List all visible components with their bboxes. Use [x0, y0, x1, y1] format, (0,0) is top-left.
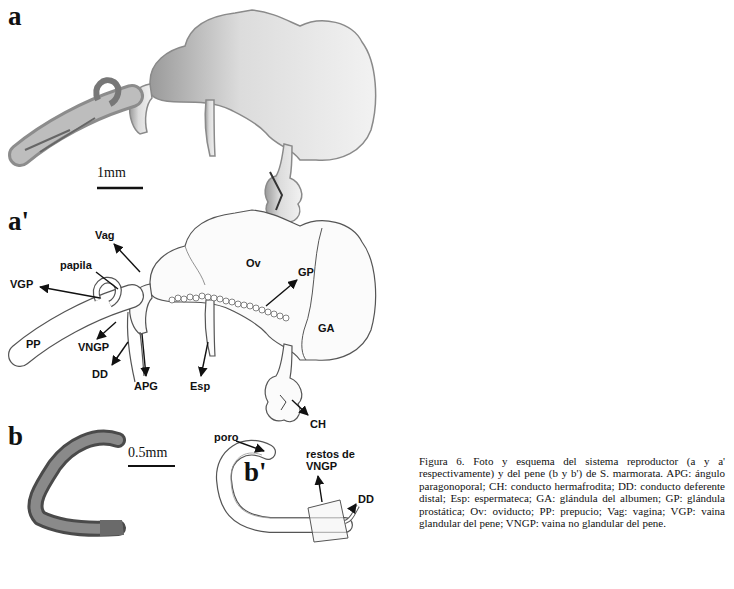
part-label: papila [60, 259, 92, 271]
scale-label: 0.5mm [128, 445, 167, 460]
photo-reproductive-system [20, 10, 376, 222]
part-label: Esp [190, 380, 210, 392]
scale-label: 1mm [97, 165, 126, 180]
photo-penis [35, 438, 124, 536]
panel-letter: a' [8, 207, 29, 235]
scale-bar [128, 465, 175, 467]
scale-bar [97, 187, 143, 190]
part-label: DD [358, 493, 374, 505]
figure-caption: Figura 6. Foto y esquema del sistema rep… [419, 455, 725, 529]
panel-letter: b' [244, 458, 267, 486]
panel-letter: a [8, 2, 22, 30]
part-label: GP [298, 266, 314, 278]
part-label: VNGP [78, 341, 109, 353]
panel-letter: b [8, 422, 23, 450]
part-label: VGP [10, 278, 33, 290]
leader-lines [40, 244, 308, 415]
part-label: GA [318, 322, 335, 334]
scheme-reproductive-system [20, 210, 376, 422]
part-label: Ov [246, 257, 261, 269]
part-label: PP [26, 338, 41, 350]
part-label: Vag [95, 229, 115, 241]
part-label: APG [134, 380, 158, 392]
part-label: DD [92, 368, 108, 380]
part-label: poro [214, 431, 238, 443]
part-label: restos de VNGP [306, 448, 364, 472]
part-label: CH [310, 418, 326, 430]
scheme-penis [224, 448, 358, 542]
